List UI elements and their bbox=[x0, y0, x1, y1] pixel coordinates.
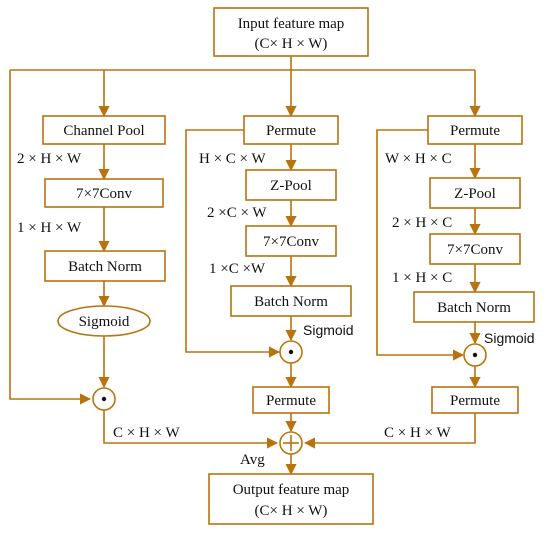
branch2-permute-out-label: Permute bbox=[266, 393, 316, 409]
branch3-permute-out-node: Permute bbox=[431, 386, 519, 414]
input-distribution-wires bbox=[9, 56, 481, 405]
branch1-conv-node: 7×7Conv bbox=[44, 178, 164, 208]
branch3-dim-after-conv: 1 × H × C bbox=[392, 270, 452, 286]
branch1-sigmoid-label: Sigmoid bbox=[79, 314, 130, 330]
branch2-conv-node: 7×7Conv bbox=[245, 225, 337, 257]
branch3-conv-node: 7×7Conv bbox=[429, 233, 521, 265]
branch2-permute-in-label: Permute bbox=[266, 123, 316, 139]
output-shape: (C× H × W) bbox=[255, 503, 328, 519]
branch1-output-dim: C × H × W bbox=[113, 425, 180, 441]
input-shape: (C× H × W) bbox=[255, 36, 328, 52]
branch3-dim-after-permute: W × H × C bbox=[385, 151, 452, 167]
branch1-multiply-node bbox=[92, 387, 116, 411]
avg-label: Avg bbox=[240, 452, 265, 468]
branch2-dim-after-conv: 1 ×C ×W bbox=[209, 261, 266, 277]
branch1-channel-pool-node: Channel Pool bbox=[42, 115, 166, 145]
branch2-conv-label: 7×7Conv bbox=[263, 234, 319, 250]
output-feature-map-node: Output feature map (C× H × W) bbox=[208, 473, 374, 525]
branch2-batch-norm-label: Batch Norm bbox=[254, 294, 328, 310]
branch3-output-dim: C × H × W bbox=[384, 425, 451, 441]
branch3-zpool-label: Z-Pool bbox=[454, 186, 496, 202]
input-title: Input feature map bbox=[238, 16, 345, 32]
branch1-dim-after-pool: 2 × H × W bbox=[17, 151, 82, 167]
branch1-batch-norm-label: Batch Norm bbox=[68, 259, 142, 275]
branch3-zpool-node: Z-Pool bbox=[429, 177, 521, 209]
branch2-dim-after-permute: H × C × W bbox=[199, 151, 266, 167]
branch2-batch-norm-node: Batch Norm bbox=[230, 285, 352, 317]
branch1-conv-label: 7×7Conv bbox=[76, 186, 132, 202]
branch3-sigmoid-label: Sigmoid bbox=[484, 330, 535, 346]
branch3-permute-in-node: Permute bbox=[427, 115, 523, 145]
branch2-multiply-node bbox=[279, 340, 303, 364]
branch3-permute-out-label: Permute bbox=[450, 393, 500, 409]
branch1-channel-pool-label: Channel Pool bbox=[63, 123, 144, 139]
branch2-dim-after-zpool: 2 ×C × W bbox=[207, 205, 267, 221]
branch2-zpool-label: Z-Pool bbox=[270, 178, 312, 194]
branch1-sigmoid-node: Sigmoid bbox=[57, 305, 151, 337]
branch3-permute-in-label: Permute bbox=[450, 123, 500, 139]
branch3-batch-norm-node: Batch Norm bbox=[413, 291, 535, 323]
branch1-batch-norm-node: Batch Norm bbox=[44, 250, 166, 282]
branch3-conv-label: 7×7Conv bbox=[447, 242, 503, 258]
branch2-sigmoid-label: Sigmoid bbox=[303, 322, 354, 338]
branch2-permute-in-node: Permute bbox=[243, 115, 339, 145]
branch3-batch-norm-label: Batch Norm bbox=[437, 300, 511, 316]
input-feature-map-node: Input feature map (C× H × W) bbox=[213, 7, 369, 57]
branch3-multiply-node bbox=[463, 343, 487, 367]
branch2-permute-out-node: Permute bbox=[252, 386, 330, 414]
average-sum-node bbox=[279, 431, 303, 455]
branch2-zpool-node: Z-Pool bbox=[245, 169, 337, 201]
branch1-dim-after-conv: 1 × H × W bbox=[17, 220, 82, 236]
branch3-dim-after-zpool: 2 × H × C bbox=[392, 215, 452, 231]
output-title: Output feature map bbox=[233, 482, 350, 498]
